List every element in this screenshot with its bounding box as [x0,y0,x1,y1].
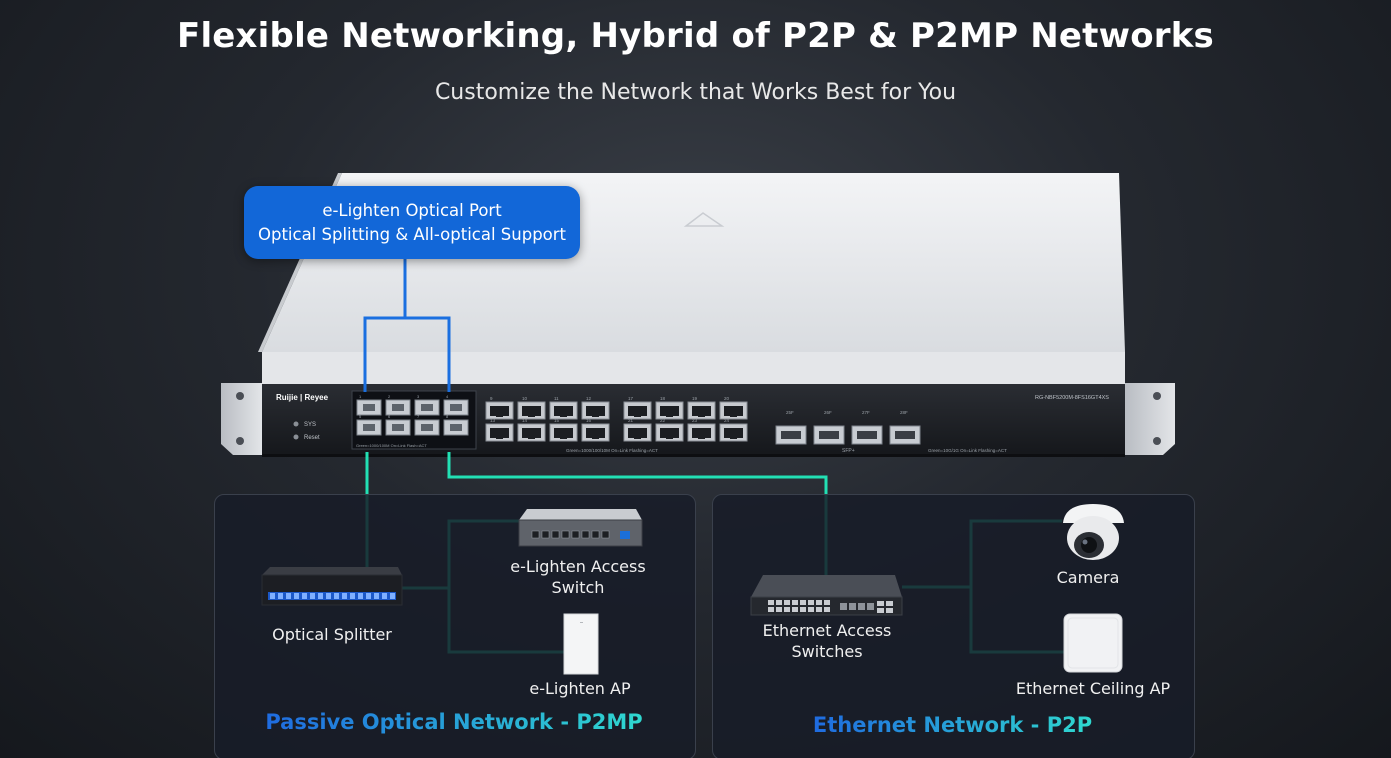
optical-port-number: 3 [417,394,420,399]
optical-port-number: 4 [446,394,449,399]
sfp-port-number: 26F [824,410,832,415]
optical-port-number: 5 [359,414,362,419]
sfp-port-number: 28F [900,410,908,415]
rj45-port-number: 11 [554,396,559,401]
callout-line2: Optical Splitting & All-optical Support [257,224,567,244]
e-lighten-ap-device [563,613,599,675]
led-note-copper: Green=1000/100/10M On=Link Flashing=ACT [566,448,658,453]
switch-model: RG-NBF5200M-8FS16GT4XS [1035,395,1109,401]
sys-label: SYS [304,422,316,428]
rj45-port-number: 22 [660,418,666,423]
e-lighten-access-switch-label: e-Lighten Access Switch [510,557,646,597]
rj45-port-number: 18 [660,396,666,401]
rack-ear-right [1125,383,1175,455]
camera-label: Camera [1056,568,1120,587]
optical-port-number: 8 [446,414,449,419]
page-title: Flexible Networking, Hybrid of P2P & P2M… [177,16,1214,56]
sfp-port-number: 27F [862,410,870,415]
copper-ports-a: 9 10 11 12 13 14 15 16 [485,396,610,442]
ethernet-access-switch-device [750,575,903,616]
rj45-port-number: 13 [490,418,496,423]
ethernet-ceiling-ap-label: Ethernet Ceiling AP [1015,679,1171,698]
rj45-port-number: 20 [724,396,730,401]
rj45-port-number: 10 [522,396,528,401]
rj45-port-number: 19 [692,396,698,401]
e-lighten-ap-label: e-Lighten AP [529,679,631,698]
sys-led [293,421,299,427]
reset-button [293,434,299,440]
rj45-port-number: 21 [628,418,634,423]
rj45-port-number: 17 [628,396,634,401]
lid-logo-mark [683,212,725,227]
rj45-port-number: 12 [586,396,592,401]
copper-ports-b: 17 18 19 20 21 22 23 24 [623,396,748,442]
switch-brand: Ruijie | Reyee [276,393,329,402]
sfp-label: SFP+ [842,448,855,454]
optical-splitter-device [261,567,403,606]
rj45-port-number: 16 [586,418,592,423]
optical-ports: 1 2 3 4 5 6 7 8 [356,394,469,436]
rj45-port-number: 15 [554,418,560,423]
passive-optical-title: Passive Optical Network - P2MP [265,710,643,734]
ethernet-access-switches-label: Ethernet Access Switches [762,621,892,661]
optical-port-callout: e-Lighten Optical Port Optical Splitting… [244,186,580,259]
rj45-port-number: 14 [522,418,528,423]
rj45-port-number: 9 [490,396,493,401]
led-note-optical: Green=1000/100M On=Link Flash=ACT [356,443,427,448]
e-lighten-access-switch-device [518,509,643,547]
rj45-port-number: 24 [724,418,730,423]
optical-port-number: 1 [359,394,362,399]
ethernet-network-title: Ethernet Network - P2P [812,713,1093,737]
rack-ear-left [221,383,262,455]
optical-port-number: 6 [388,414,391,419]
fiber-line-callout-left [363,259,407,392]
optical-port-number: 7 [417,414,420,419]
splitter-port-row [268,592,396,600]
rj45-port-number: 23 [692,418,698,423]
led-note-sfp: Green=10G/1G On=Link Flashing=ACT [928,448,1007,453]
optical-port-number: 2 [388,394,391,399]
optical-splitter-label: Optical Splitter [272,625,392,644]
switch-lid-edge [262,352,1125,384]
reset-label: Reset [304,435,320,441]
callout-line1: e-Lighten Optical Port [322,200,502,220]
ethernet-ceiling-ap-device [1063,613,1123,673]
sfp-ports: 25F 26F 27F 28F [775,410,921,445]
fiber-line-callout-right [405,316,451,392]
sfp-port-number: 25F [786,410,794,415]
page-subtitle: Customize the Network that Works Best fo… [434,80,957,105]
camera-device [1063,504,1124,560]
